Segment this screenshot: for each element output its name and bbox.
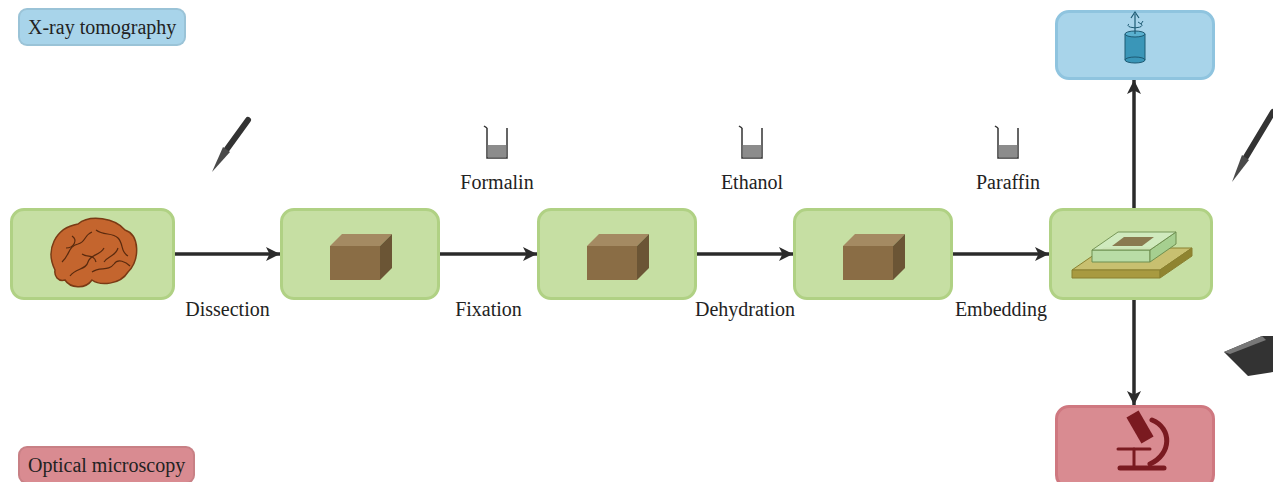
stage-box	[537, 208, 697, 300]
reagent-label: Paraffin	[976, 171, 1040, 194]
process-arrow	[697, 252, 793, 256]
stage-box	[793, 208, 953, 300]
legend-text: Optical microscopy	[28, 454, 185, 476]
legend-text: X-ray tomography	[28, 16, 176, 38]
legend-swatch: Optical microscopy	[18, 446, 195, 482]
scalpel-icon	[1232, 112, 1273, 182]
step-label: Dissection	[185, 298, 269, 321]
legend-swatch: X-ray tomography	[18, 8, 186, 46]
beaker-icon	[995, 126, 1018, 158]
reagent-label: Ethanol	[721, 171, 783, 194]
step-label: Dehydration	[695, 298, 795, 321]
process-arrow	[1132, 80, 1136, 208]
beaker-icon	[739, 126, 762, 158]
scalpel-icon	[212, 120, 248, 172]
stage-box	[10, 208, 175, 300]
reagent-label: Formalin	[460, 171, 533, 194]
step-label: Fixation	[455, 298, 522, 321]
microtome-blade	[1224, 336, 1273, 376]
process-arrow	[1132, 300, 1136, 405]
stage-box	[280, 208, 440, 300]
step-label: Embedding	[955, 298, 1047, 321]
process-arrow	[440, 252, 537, 256]
stage-box	[1049, 208, 1213, 300]
beaker-icon	[484, 126, 507, 158]
process-arrow	[953, 252, 1049, 256]
process-arrow	[175, 252, 280, 256]
imaging-box	[1055, 10, 1215, 80]
imaging-box	[1055, 405, 1215, 482]
